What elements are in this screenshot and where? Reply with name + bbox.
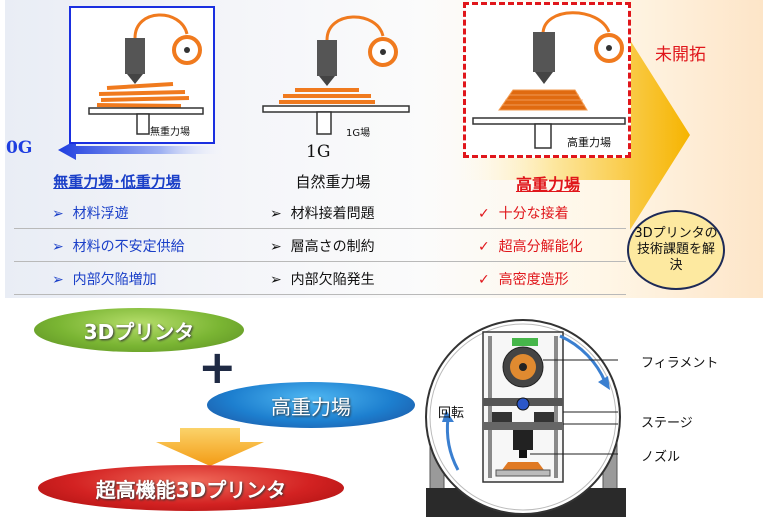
zero-g-label: 0G (6, 138, 33, 158)
arrow-bullet-icon: ➢ (270, 272, 282, 288)
arrow-bullet-icon: ➢ (270, 239, 282, 255)
zero-g-arrow (58, 140, 230, 160)
row-divider (14, 294, 626, 295)
list-item: ➢ 材料接着問題 (270, 206, 375, 222)
check-icon: ✓ (478, 272, 490, 288)
micro-gravity-printer-illustration (88, 13, 204, 135)
arrow-bullet-icon: ➢ (52, 272, 64, 288)
plate-label-high: 高重力場 (567, 136, 611, 149)
check-icon: ✓ (478, 206, 490, 222)
list-item: ➢ 内部欠陥発生 (270, 272, 375, 288)
plate-label-micro: 無重力場 (150, 127, 190, 138)
header-micro-gravity: 無重力場･低重力場 (53, 173, 181, 191)
arrow-bullet-icon: ➢ (52, 206, 64, 222)
header-high-gravity: 高重力場 (515, 175, 580, 194)
one-g-label: 1G (306, 142, 331, 162)
one-g-printer-illustration (262, 15, 410, 135)
row-divider (14, 228, 626, 229)
unexplored-label: 未開拓 (655, 45, 706, 65)
check-icon: ✓ (478, 239, 490, 255)
plus-sign: + (198, 340, 237, 394)
plate-label-1g: 1G場 (346, 128, 371, 139)
down-arrow (156, 428, 264, 466)
super-printer-oval: 超高機能3Dプリンタ (38, 465, 344, 511)
solution-callout: 3Dプリンタの技術課題を解決 (627, 210, 725, 290)
filament-label: フィラメント (641, 356, 719, 371)
list-item: ➢ 材料浮遊 (52, 206, 129, 222)
nozzle-label: ノズル (641, 450, 681, 465)
row-divider (14, 261, 626, 262)
centrifuge-printer-diagram (425, 319, 626, 517)
list-item: ✓ 高密度造形 (478, 272, 569, 288)
arrow-bullet-icon: ➢ (270, 206, 282, 222)
printer-3d-oval: 3Dプリンタ (34, 308, 244, 352)
header-natural-gravity: 自然重力場 (295, 173, 371, 191)
list-item: ➢ 内部欠陥増加 (52, 272, 157, 288)
list-item: ✓ 超高分解能化 (478, 239, 583, 255)
stage-label: ステージ (641, 416, 693, 431)
list-item: ➢ 材料の不安定供給 (52, 239, 185, 255)
list-item: ➢ 層高さの制約 (270, 239, 375, 255)
high-gravity-printer-illustration (472, 11, 626, 149)
high-gravity-oval: 高重力場 (207, 382, 415, 428)
rotation-label: 回転 (438, 406, 465, 421)
arrow-bullet-icon: ➢ (52, 239, 64, 255)
list-item: ✓ 十分な接着 (478, 206, 569, 222)
